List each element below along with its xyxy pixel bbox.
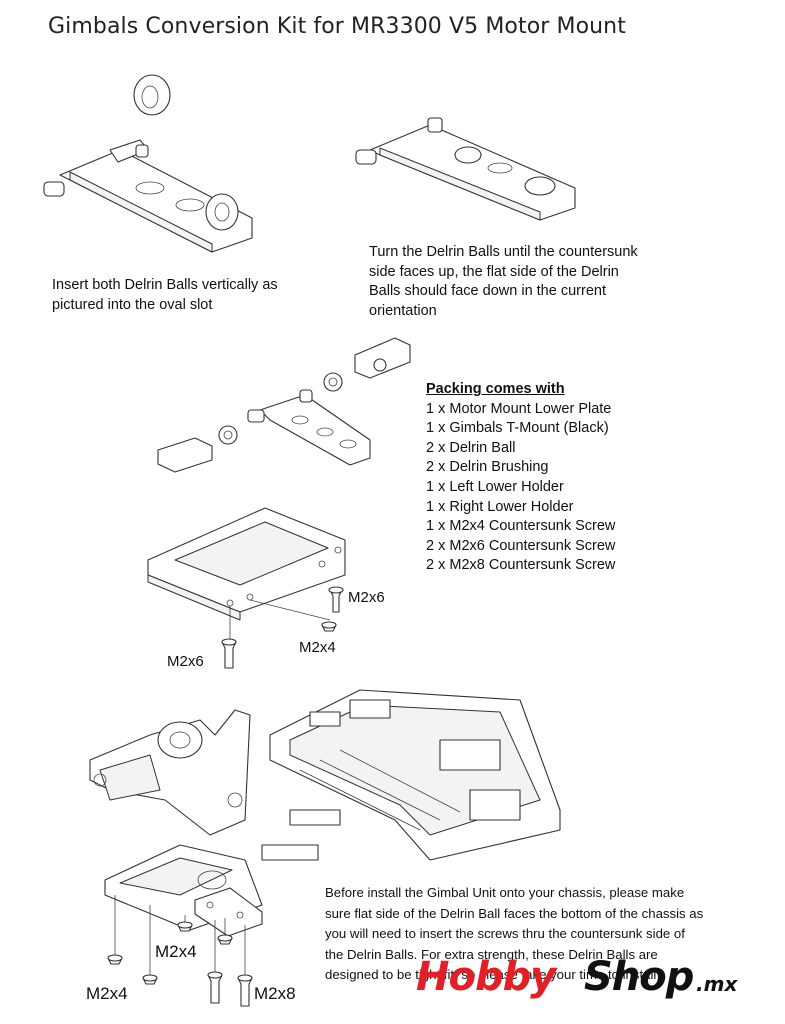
watermark-shop-text: Shop: [584, 954, 694, 1000]
packing-list: Packing comes with 1 x Motor Mount Lower…: [426, 380, 615, 576]
packing-list-header: Packing comes with: [426, 381, 565, 397]
screw-label-m2x4-mid: M2x4: [299, 639, 336, 656]
screw-label-m2x6-right: M2x6: [348, 589, 385, 606]
chassis-drawing: [261, 689, 561, 861]
step2-instruction: Turn the Delrin Balls until the counters…: [369, 244, 638, 319]
t-mount-step2-drawing: [355, 117, 576, 221]
packing-item: 2 x Delrin Brushing: [426, 459, 549, 476]
bottom-plate-assembly-drawing: [104, 844, 263, 990]
step1-instruction: Insert both Delrin Balls vertically as p…: [52, 277, 278, 313]
screw-label-m2x8-bottom: M2x8: [254, 984, 296, 1003]
watermark-mx-text: .mx: [696, 972, 738, 996]
screw-label-m2x6-left: M2x6: [167, 653, 204, 670]
delrin-ball-loose-drawing: [133, 74, 171, 116]
lower-plate-drawing: [147, 507, 346, 640]
page-title: Gimbals Conversion Kit for MR3300 V5 Mot…: [48, 14, 626, 39]
hobbyshop-watermark-logo: Hobby Shop .mx: [408, 954, 768, 1014]
screw-label-m2x4-bottom-a: M2x4: [155, 942, 197, 961]
t-mount-step1-drawing: [43, 139, 253, 253]
screws-bottom-drawing: [107, 921, 253, 1007]
gimbal-unit-drawing: [89, 709, 251, 836]
packing-item: 2 x M2x6 Countersunk Screw: [426, 537, 616, 554]
packing-item: 1 x Gimbals T-Mount (Black): [426, 420, 609, 437]
packing-item: 1 x M2x4 Countersunk Screw: [426, 518, 616, 535]
packing-item: 1 x Left Lower Holder: [426, 478, 564, 495]
screw-label-m2x4-bottom-b: M2x4: [86, 984, 128, 1003]
packing-item: 2 x M2x8 Countersunk Screw: [426, 557, 616, 574]
exploded-parts-drawing: [157, 337, 411, 473]
packing-item: 1 x Right Lower Holder: [426, 498, 574, 515]
installation-note: Before install the Gimbal Unit onto your…: [325, 885, 704, 982]
watermark-hobby-text: Hobby: [416, 954, 556, 1000]
screws-middle-drawing: [221, 586, 344, 669]
packing-item: 2 x Delrin Ball: [426, 439, 516, 456]
packing-item: 1 x Motor Mount Lower Plate: [426, 400, 612, 417]
